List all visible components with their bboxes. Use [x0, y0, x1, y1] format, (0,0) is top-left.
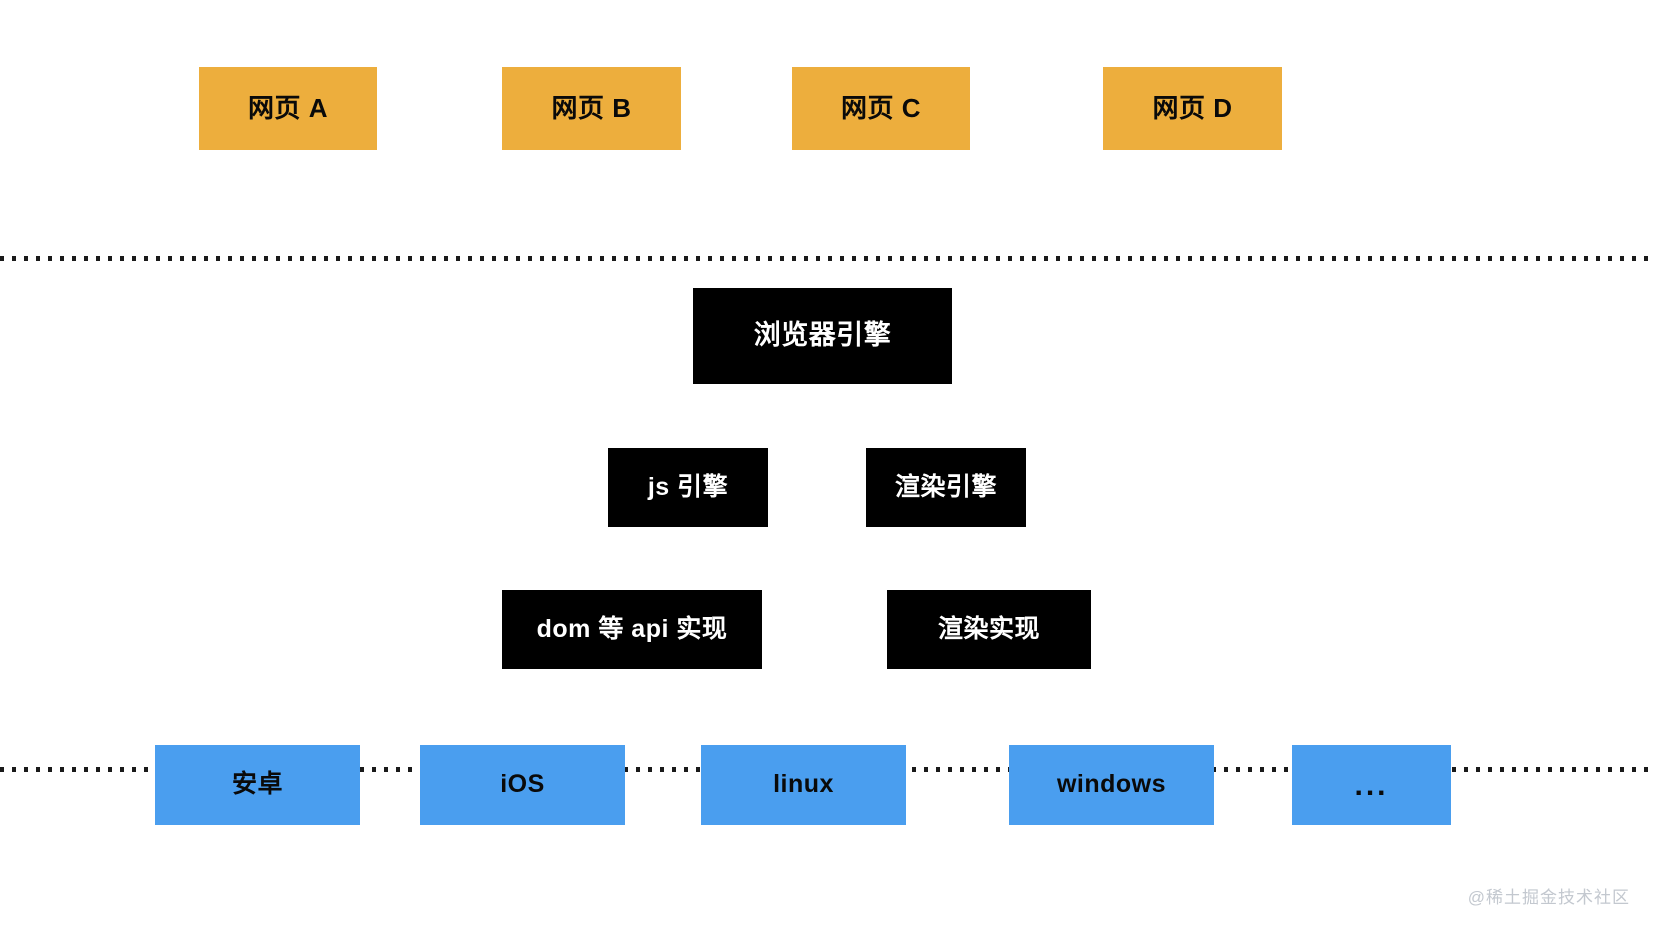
implementation-box-dom-等-api-实现: dom 等 api 实现 — [502, 590, 762, 669]
implementation-box-渲染实现: 渲染实现 — [887, 590, 1091, 669]
sub-engine-box-渲染引擎: 渲染引擎 — [866, 448, 1026, 527]
web-page-box-网页-c: 网页 C — [792, 67, 970, 150]
os-box-windows: windows — [1009, 745, 1214, 825]
web-page-box-网页-b: 网页 B — [502, 67, 681, 150]
web-page-box-网页-a: 网页 A — [199, 67, 377, 150]
os-box-linux: linux — [701, 745, 906, 825]
sub-engine-box-js-引擎: js 引擎 — [608, 448, 768, 527]
os-box-安卓: 安卓 — [155, 745, 360, 825]
divider-pages-engine — [0, 256, 1656, 261]
web-page-box-网页-d: 网页 D — [1103, 67, 1282, 150]
os-box-ios: iOS — [420, 745, 625, 825]
watermark: @稀土掘金技术社区 — [1467, 888, 1630, 907]
browser-engine-box: 浏览器引擎 — [693, 288, 952, 384]
os-box-more: ... — [1292, 745, 1451, 825]
